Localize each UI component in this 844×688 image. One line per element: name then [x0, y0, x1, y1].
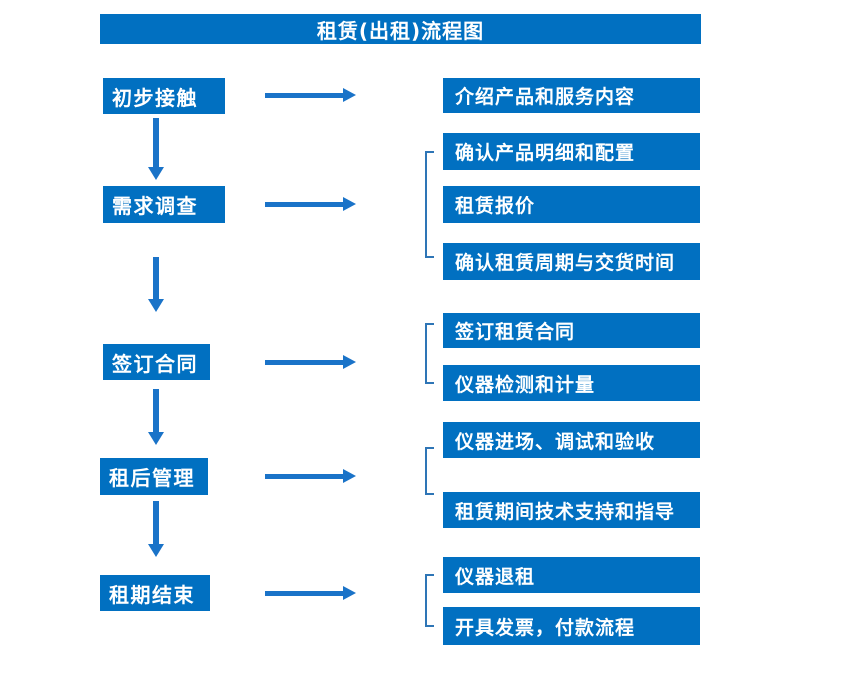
step-box-sign-contract: 签订合同: [103, 344, 210, 380]
detail-box-introduce-products: 介绍产品和服务内容: [443, 78, 700, 113]
bracket: [425, 447, 434, 495]
flowchart-title: 租赁(出租)流程图: [100, 14, 701, 44]
arrow-right-icon: [265, 586, 356, 600]
arrow-head: [343, 469, 356, 483]
detail-box-invoice-payment: 开具发票，付款流程: [443, 607, 700, 645]
detail-box-confirm-lease-period: 确认租赁周期与交货时间: [443, 243, 700, 280]
detail-box-confirm-product-details: 确认产品明细和配置: [443, 133, 700, 170]
arrow-head: [343, 586, 356, 600]
arrow-right-icon: [265, 197, 356, 211]
arrow-shaft: [153, 501, 159, 544]
arrow-head: [148, 432, 164, 445]
arrow-shaft: [265, 92, 343, 98]
detail-box-instrument-testing: 仪器检测和计量: [443, 365, 700, 401]
detail-box-technical-support: 租赁期间技术支持和指导: [443, 492, 700, 528]
arrow-head: [148, 167, 164, 180]
arrow-head: [343, 197, 356, 211]
arrow-shaft: [265, 473, 343, 479]
detail-box-instrument-entry: 仪器进场、调试和验收: [443, 422, 700, 458]
arrow-right-icon: [265, 88, 356, 102]
arrow-shaft: [265, 201, 343, 207]
arrow-head: [343, 88, 356, 102]
arrow-down-icon: [148, 257, 164, 312]
arrow-head: [148, 299, 164, 312]
arrow-down-icon: [148, 118, 164, 180]
step-box-initial-contact: 初步接触: [103, 78, 225, 114]
bracket: [425, 151, 434, 258]
step-box-lease-end: 租期结束: [100, 575, 210, 611]
arrow-shaft: [153, 257, 159, 299]
arrow-down-icon: [148, 501, 164, 557]
step-box-post-rental-management: 租后管理: [100, 458, 208, 495]
arrow-head: [343, 355, 356, 369]
arrow-shaft: [153, 118, 159, 167]
arrow-shaft: [265, 590, 343, 596]
bracket: [425, 574, 434, 627]
arrow-shaft: [265, 359, 343, 365]
arrow-shaft: [153, 389, 159, 432]
bracket: [425, 323, 434, 384]
step-box-demand-survey: 需求调查: [103, 186, 225, 223]
detail-box-rental-quote: 租赁报价: [443, 186, 700, 223]
arrow-down-icon: [148, 389, 164, 445]
detail-box-instrument-return: 仪器退租: [443, 557, 700, 593]
arrow-head: [148, 544, 164, 557]
arrow-right-icon: [265, 355, 356, 369]
detail-box-sign-lease-contract: 签订租赁合同: [443, 313, 700, 348]
arrow-right-icon: [265, 469, 356, 483]
